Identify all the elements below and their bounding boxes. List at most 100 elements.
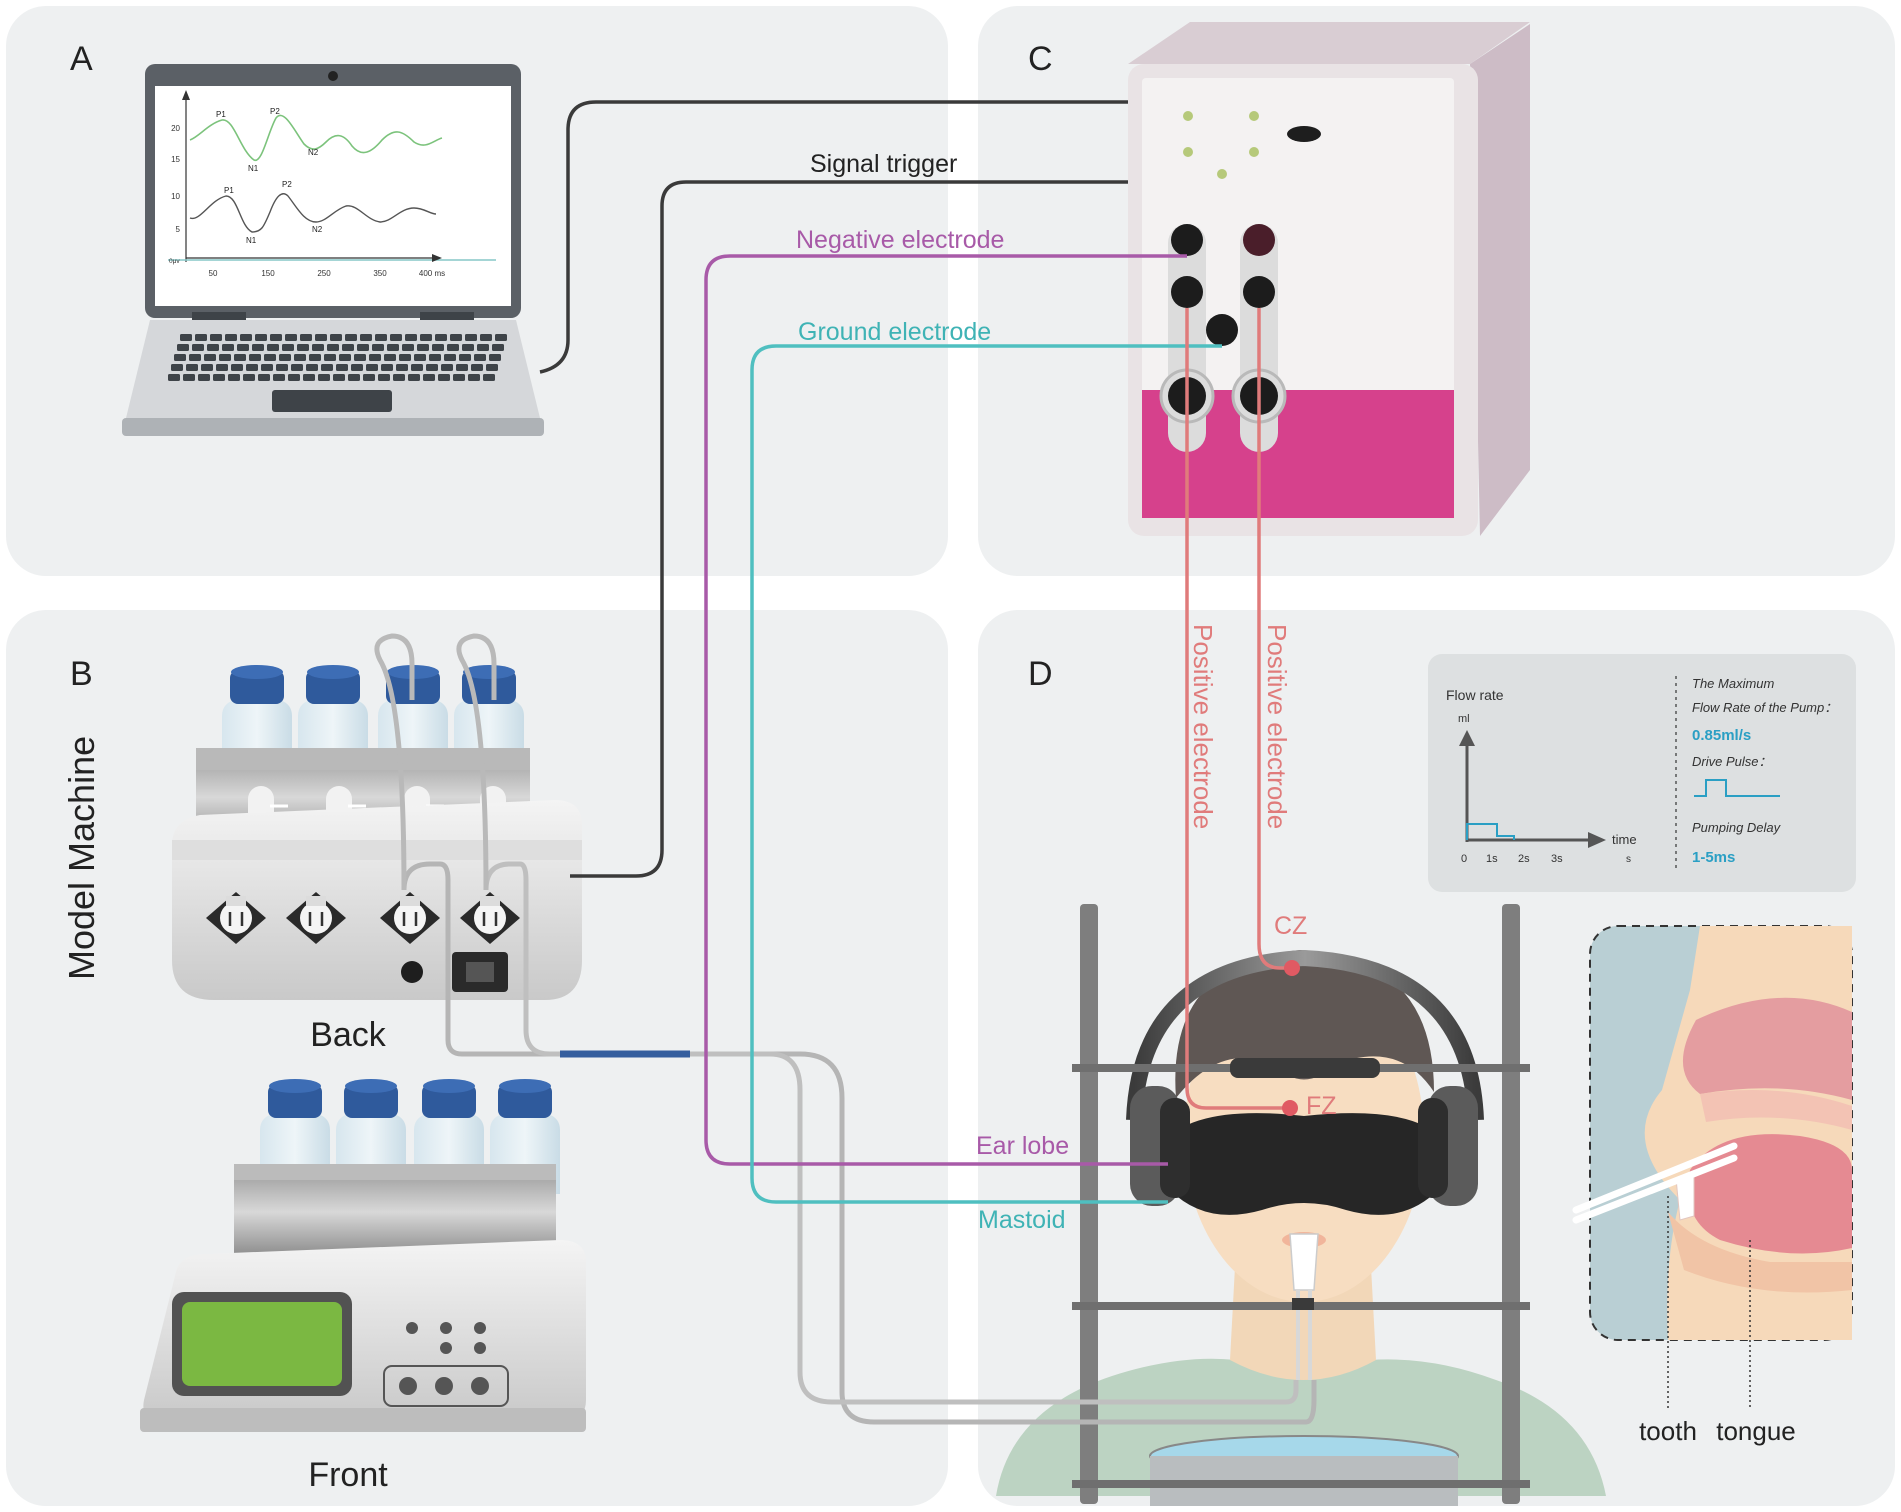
erp-peak-label: N1 [248,164,259,173]
keyboard-key [198,374,210,381]
anatomy-feeding-tube [1572,1142,1738,1224]
erp-waveform-top [189,114,443,161]
keyboard-key [204,354,216,361]
bottle-cap [230,670,284,704]
keyboard-key [420,334,432,341]
keyboard-key [285,334,297,341]
erp-x-tick: 250 [317,269,331,278]
keypad-button [440,1322,452,1334]
front-tank [234,1168,556,1256]
label-fz: FZ [1306,1092,1337,1120]
keyboard-key [309,354,321,361]
label-mastoid: Mastoid [978,1206,1066,1234]
keyboard-key [390,334,402,341]
back-body-top [172,840,582,860]
keyboard-key [237,344,249,351]
pump-head-arrows [308,912,324,926]
keyboard-key [396,364,408,371]
keyboard-key [474,354,486,361]
forehead-rest [1230,1058,1380,1078]
keyboard-key [375,334,387,341]
electrode-cz-dot [1284,960,1300,976]
erp-peak-label: N2 [312,225,323,234]
keyboard-key [471,364,483,371]
bottle-loop-tube [374,633,415,891]
keyboard-key [324,354,336,361]
label-ear-lobe: Ear lobe [976,1132,1069,1160]
keyboard-key [480,334,492,341]
keyboard-key [384,354,396,361]
erp-plot: 20 15 10 5 0μv 50 150 250 350 400 ms P1 … [168,90,496,278]
keyboard-key [297,344,309,351]
erp-peak-label: P1 [224,186,234,195]
pump-machine-back [172,665,582,1000]
keyboard-key [168,374,180,381]
keyboard-key [222,344,234,351]
keyboard-key [462,344,474,351]
keyboard-key [426,364,438,371]
keypad-button [474,1342,486,1354]
erp-x-axis-arrow [432,254,442,262]
wire-negative-electrode [704,254,1187,1166]
erp-x-tick: 50 [209,269,218,278]
keyboard-key [372,344,384,351]
keyboard-key [216,364,228,371]
bottle-cap-top [269,1079,321,1093]
mouth-anatomy-inset [1572,925,1853,1410]
keyboard-key [468,374,480,381]
keyboard-key [315,334,327,341]
keyboard-key [489,354,501,361]
pump-head-rotor [220,902,252,934]
pump-head-rotor [300,902,332,934]
laptop-base-front [122,418,544,436]
erp-peak-label: N2 [308,148,319,157]
max-flow-value: 0.85ml/s [1692,727,1751,744]
anatomy-label-tooth: tooth [1639,1416,1697,1446]
keyboard-key [273,374,285,381]
keyboard-key [363,374,375,381]
keyboard-key [345,334,357,341]
electrode-fz-dot [1282,1100,1298,1116]
flow-box-y-unit: ml [1458,713,1470,725]
keyboard-key [354,354,366,361]
keyboard-key [327,344,339,351]
keyboard-key [171,364,183,371]
machine-back-label: Back [310,1016,387,1054]
keyboard-key [351,364,363,371]
label-negative-electrode: Negative electrode [796,226,1004,254]
erp-y-tick: 20 [171,124,180,133]
tray-button [435,1377,453,1395]
wire-positive-electrode-cz [1257,308,1290,970]
keypad-button [406,1322,418,1334]
subject-setup [996,949,1606,1506]
device-port [1206,314,1238,346]
keyboard-key [444,354,456,361]
keyboard-key [414,354,426,361]
laptop [122,64,544,436]
pump-head-arrows [482,912,498,926]
anatomy-label-tongue: tongue [1716,1416,1796,1446]
flow-x-arrow [1588,832,1606,848]
pump-head-arrows [228,912,244,926]
device-indicator-light [1249,147,1259,157]
keyboard-key [495,334,507,341]
keyboard-key [342,344,354,351]
keyboard-key [258,374,270,381]
keyboard-key [318,374,330,381]
flow-x-tick: 0 [1461,853,1467,865]
keyboard-key [432,344,444,351]
keyboard-key [411,364,423,371]
device-port [1171,276,1203,308]
headphone-cup-left-pad [1160,1098,1190,1198]
device-indicator-light [1217,169,1227,179]
device-indicator-light [1249,111,1259,121]
keyboard-key [321,364,333,371]
keyboard-key [408,374,420,381]
laptop-hinge-left [192,312,246,320]
keyboard-key [333,374,345,381]
flow-x-label: time [1612,832,1637,847]
keyboard-key [213,374,225,381]
keyboard-key [369,354,381,361]
keyboard-key [174,354,186,361]
